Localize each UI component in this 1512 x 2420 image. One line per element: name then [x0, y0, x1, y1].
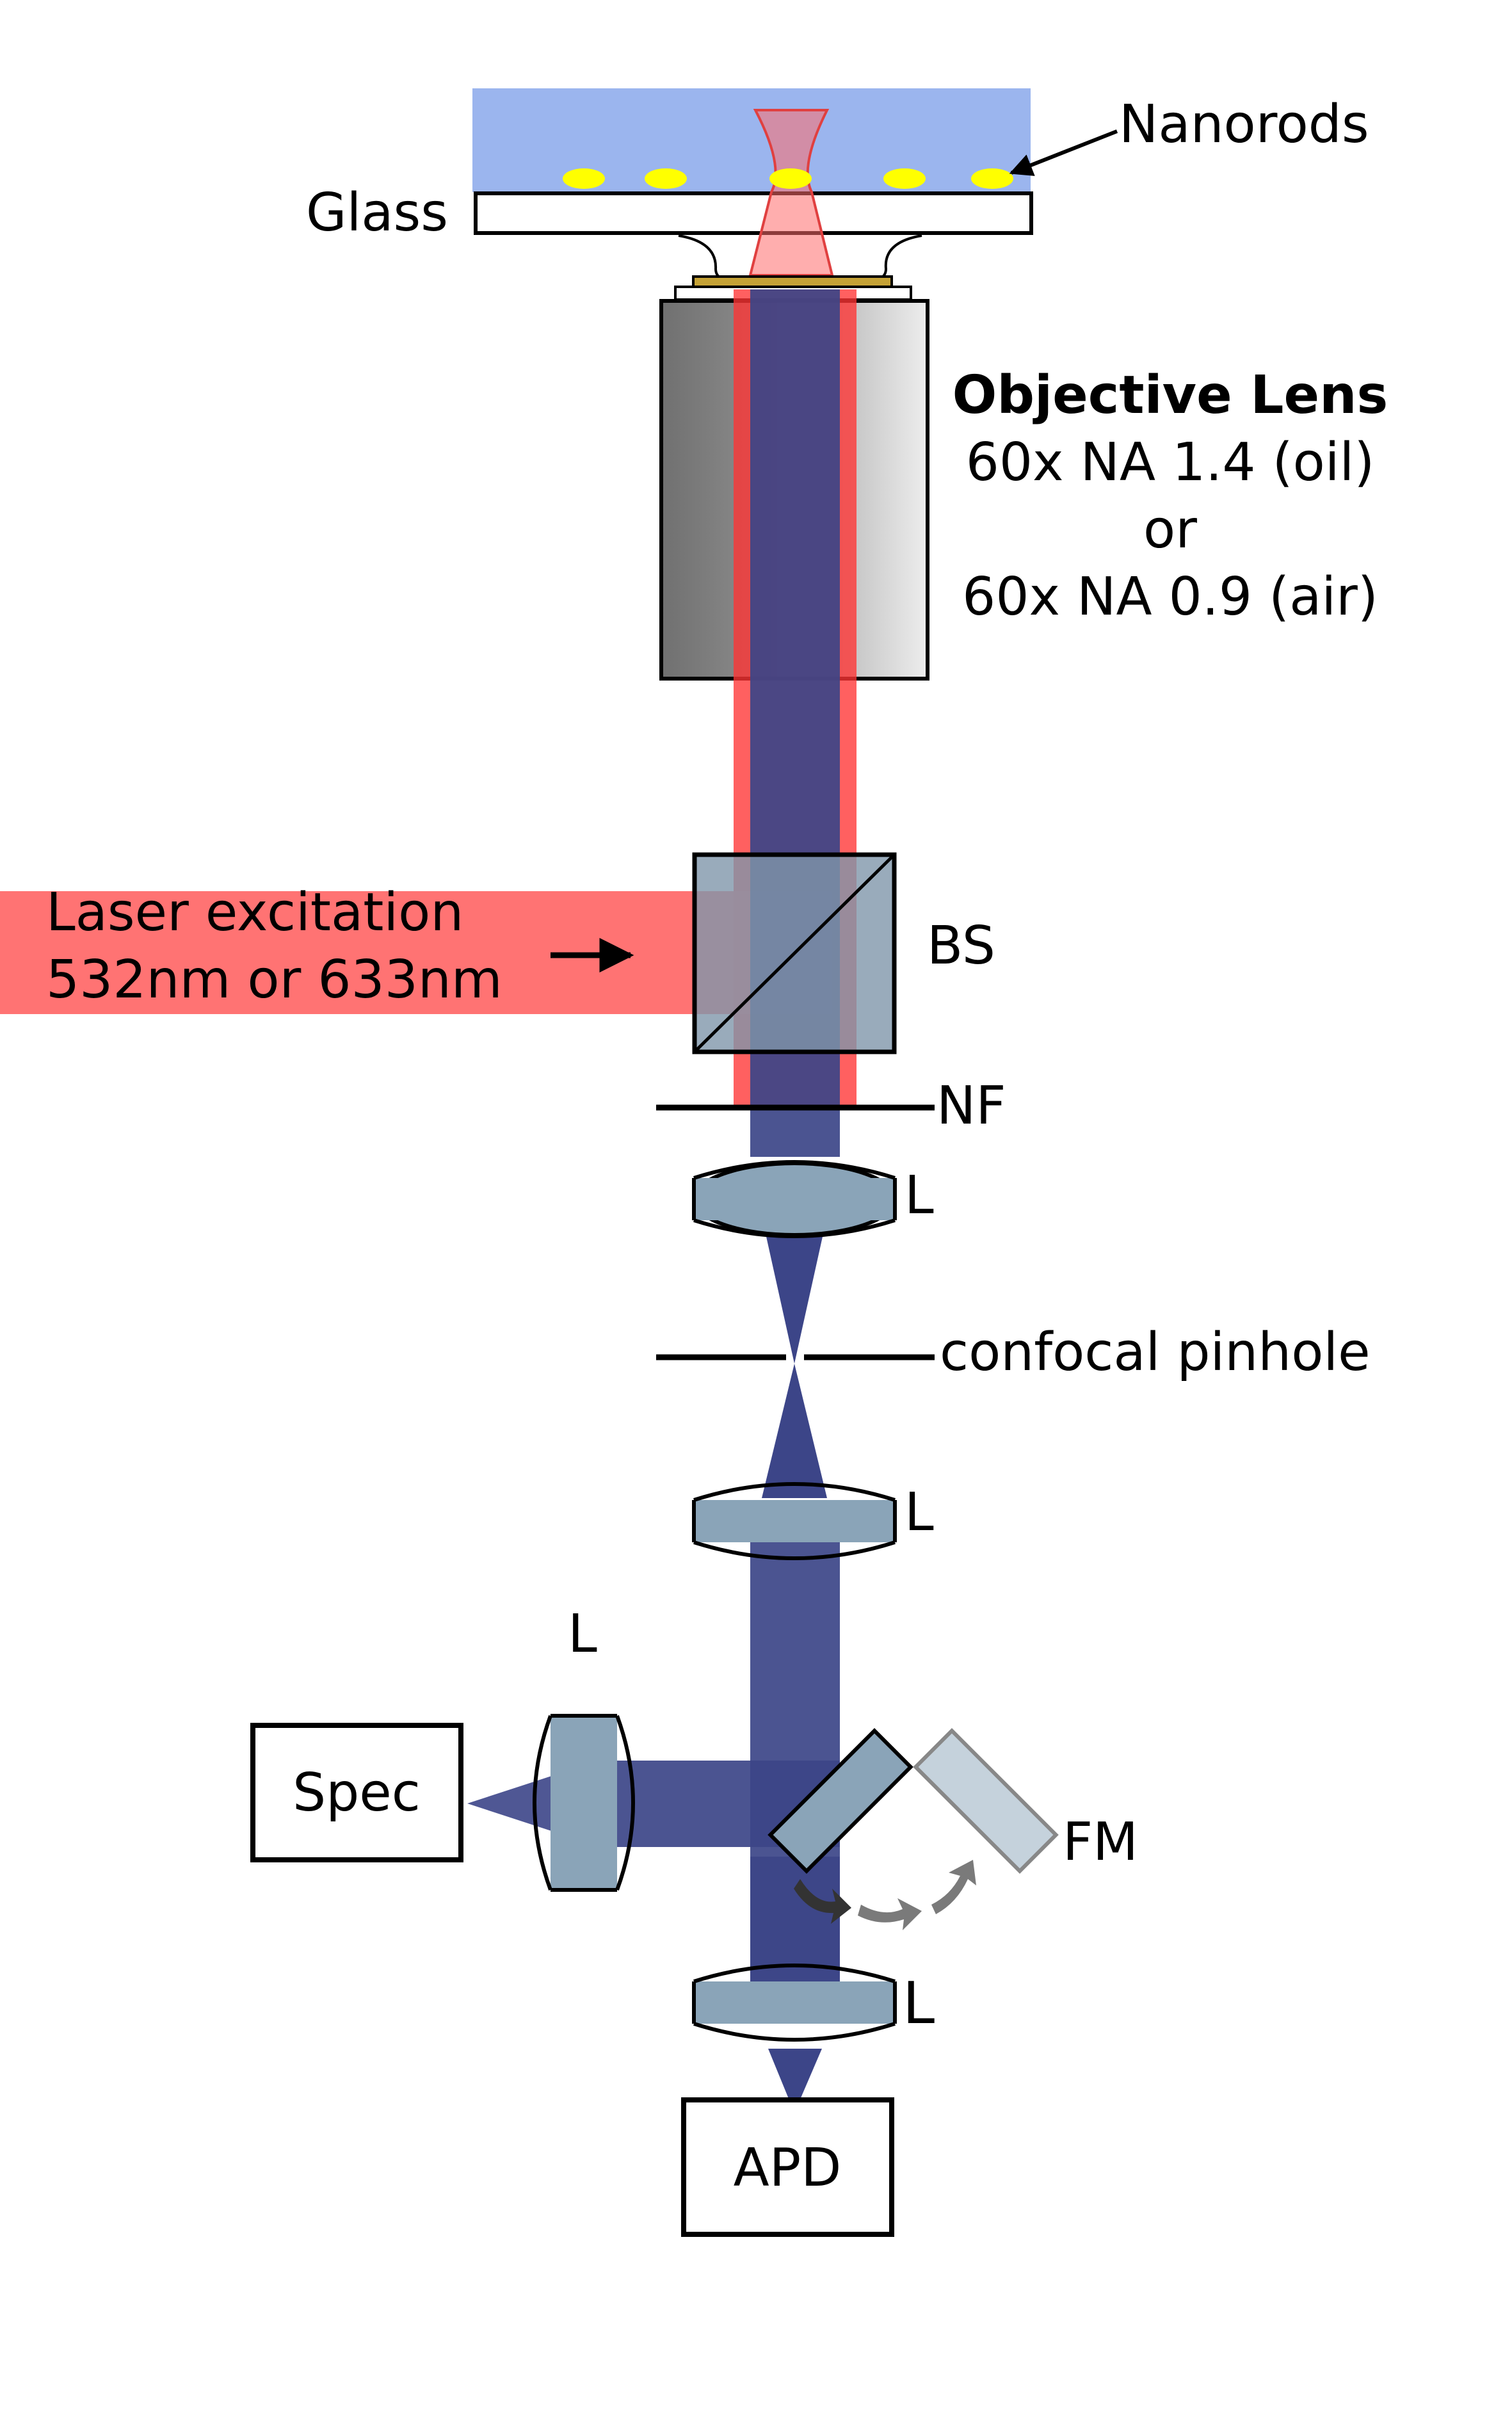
notch-filter-label: NF: [937, 1076, 1006, 1136]
lens-1-label: L: [905, 1165, 934, 1226]
sample-medium: [472, 88, 1031, 192]
objective-spec-or: or: [1143, 499, 1197, 560]
flip-mirror-alt-position: [913, 1728, 1059, 1874]
lens-spec-label: L: [568, 1604, 597, 1665]
lens-2: [692, 1482, 897, 1560]
immersion-oil-left: [678, 234, 724, 280]
flip-arrow-icon: [931, 1860, 976, 1914]
lens-spec: [533, 1714, 635, 1892]
immersion-oil-right: [878, 234, 922, 280]
objective-spec-air: 60x NA 0.9 (air): [962, 567, 1378, 627]
nanorod: [971, 168, 1013, 189]
flip-arrow-icon: [794, 1879, 851, 1924]
flip-mirror: [768, 1728, 913, 1874]
lens-3: [692, 1964, 897, 2042]
focus-cone-down: [762, 1216, 827, 1364]
flip-mirror-label: FM: [1063, 1812, 1138, 1873]
beam-splitter-label: BS: [927, 916, 995, 976]
nanorod: [769, 168, 812, 189]
glass-label: Glass: [306, 182, 448, 243]
nanorod: [883, 168, 926, 189]
nanorods-pointer: [1009, 129, 1118, 176]
laser-label-line2: 532nm or 633nm: [46, 949, 503, 1010]
nanorod: [563, 168, 605, 189]
nanorod: [645, 168, 687, 189]
flip-arrow-icon: [858, 1898, 922, 1930]
laser-label-line1: Laser excitation: [46, 882, 463, 943]
spectrometer-label: Spec: [293, 1763, 421, 1823]
apd-label: APD: [734, 2138, 842, 2198]
beam-splitter-diagonal: [693, 853, 896, 1053]
lens-3-label: L: [903, 1970, 935, 2037]
lens-2-label: L: [905, 1482, 934, 1543]
apd-box: [681, 2097, 894, 2237]
pinhole-label: confocal pinhole: [940, 1322, 1371, 1383]
spec-focus-cone: [467, 1772, 563, 1835]
nanorods-label: Nanorods: [1119, 94, 1369, 155]
spectrometer-box: [250, 1723, 463, 1862]
apd-focus-cone: [768, 2049, 822, 2113]
objective-title: Objective Lens: [953, 365, 1388, 426]
objective-spec-oil: 60x NA 1.4 (oil): [966, 432, 1375, 493]
objective-front-element: [692, 275, 893, 288]
focus-cone-up: [762, 1364, 827, 1498]
glass-slide: [474, 191, 1033, 235]
